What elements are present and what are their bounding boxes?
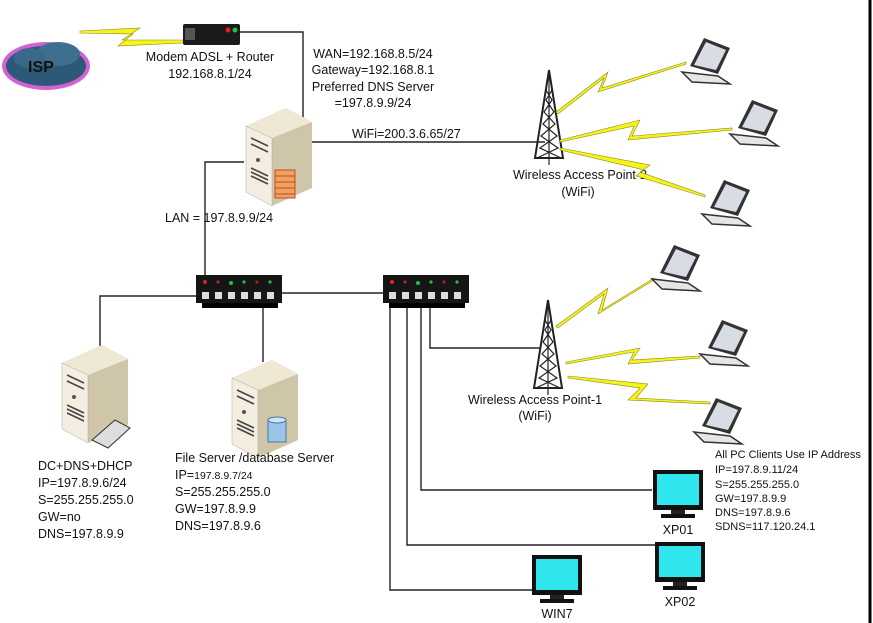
dc-line: S=255.255.255.0 — [38, 493, 134, 507]
laptop-icon — [701, 179, 751, 227]
clients-line: SDNS=117.120.24.1 — [715, 521, 815, 533]
wireless-signal-icon — [555, 61, 687, 115]
clients-line: IP=197.8.9.11/24 — [715, 464, 798, 476]
database-icon — [267, 416, 287, 443]
wireless-signal-icon — [559, 147, 706, 198]
wifi-ip: WiFi=200.3.6.65/27 — [352, 127, 461, 141]
access-point-2-icon — [534, 69, 564, 166]
wireless-signal-icon — [555, 277, 655, 329]
isp-cloud: ISP — [2, 42, 90, 90]
dns-value: =197.8.9.9/24 — [335, 96, 412, 110]
wan-link — [240, 31, 304, 118]
xp01-link — [420, 305, 652, 491]
dns-label: Preferred DNS Server — [312, 80, 434, 94]
fs-line: DNS=197.8.9.6 — [175, 519, 261, 533]
laptop-icon — [651, 244, 701, 292]
lan-ip: LAN = 197.8.9.9/24 — [165, 211, 273, 225]
clients-line: DNS=197.8.9.6 — [715, 507, 791, 519]
file-server-info: File Server /database Server IP=197.8.9.… — [175, 451, 334, 533]
ap1-name: Wireless Access Point-1 — [468, 393, 602, 407]
wireless-signal-icon — [565, 347, 701, 365]
clients-line: S=255.255.255.0 — [715, 479, 799, 491]
file-server-icon — [231, 359, 299, 459]
laptop-icon — [693, 397, 743, 445]
fs-ip: IP=197.8.9.7/24 — [175, 468, 253, 482]
dc-link — [99, 295, 196, 352]
modem-router-icon — [183, 24, 240, 45]
win7-monitor-icon — [532, 555, 582, 603]
laptop-icon — [681, 37, 731, 85]
dc-line: DC+DNS+DHCP — [38, 459, 132, 473]
wireless-signal-icon — [567, 375, 711, 405]
wireless-signal-icon — [559, 119, 733, 143]
wires — [99, 0, 872, 623]
win7-link — [389, 305, 532, 591]
clients-line: GW=197.8.9.9 — [715, 493, 786, 505]
modem-ip: 192.168.8.1/24 — [168, 67, 251, 81]
switch-1-icon — [196, 275, 282, 308]
fs-line: S=255.255.255.0 — [175, 485, 271, 499]
dc-line: IP=197.8.9.6/24 — [38, 476, 127, 490]
xp02-link — [406, 305, 655, 546]
xp02-label: XP02 — [665, 595, 696, 609]
gateway-ip: Gateway=192.168.8.1 — [312, 63, 435, 77]
laptop-icon — [699, 319, 749, 367]
ap2-sub: (WiFi) — [561, 185, 594, 199]
laptop-icon — [729, 99, 779, 147]
lan-link — [204, 161, 244, 278]
ap1-sub: (WiFi) — [518, 409, 551, 423]
modem-name: Modem ADSL + Router — [146, 50, 274, 64]
firewall-icon — [274, 169, 296, 199]
xp01-label: XP01 — [663, 523, 694, 537]
ap1-link — [429, 305, 540, 349]
dc-server-info: DC+DNS+DHCP IP=197.8.9.6/24 S=255.255.25… — [38, 459, 134, 541]
wan-ip: WAN=192.168.8.5/24 — [313, 47, 432, 61]
switch-2-icon — [383, 275, 469, 308]
ap2-name: Wireless Access Point-2 — [513, 168, 647, 182]
xp01-monitor-icon — [653, 470, 703, 518]
dc-line: DNS=197.8.9.9 — [38, 527, 124, 541]
xp02-monitor-icon — [655, 542, 705, 590]
fs-title: File Server /database Server — [175, 451, 334, 465]
fs-line: GW=197.8.9.9 — [175, 502, 256, 516]
isp-label: ISP — [28, 59, 54, 76]
clients-line: All PC Clients Use IP Address — [715, 449, 861, 461]
clients-info: All PC Clients Use IP Address IP=197.8.9… — [715, 449, 861, 533]
win7-label: WIN7 — [541, 607, 572, 621]
dc-line: GW=no — [38, 510, 81, 524]
isp-wireless-link-icon — [79, 27, 184, 47]
drive-icon — [91, 419, 131, 449]
